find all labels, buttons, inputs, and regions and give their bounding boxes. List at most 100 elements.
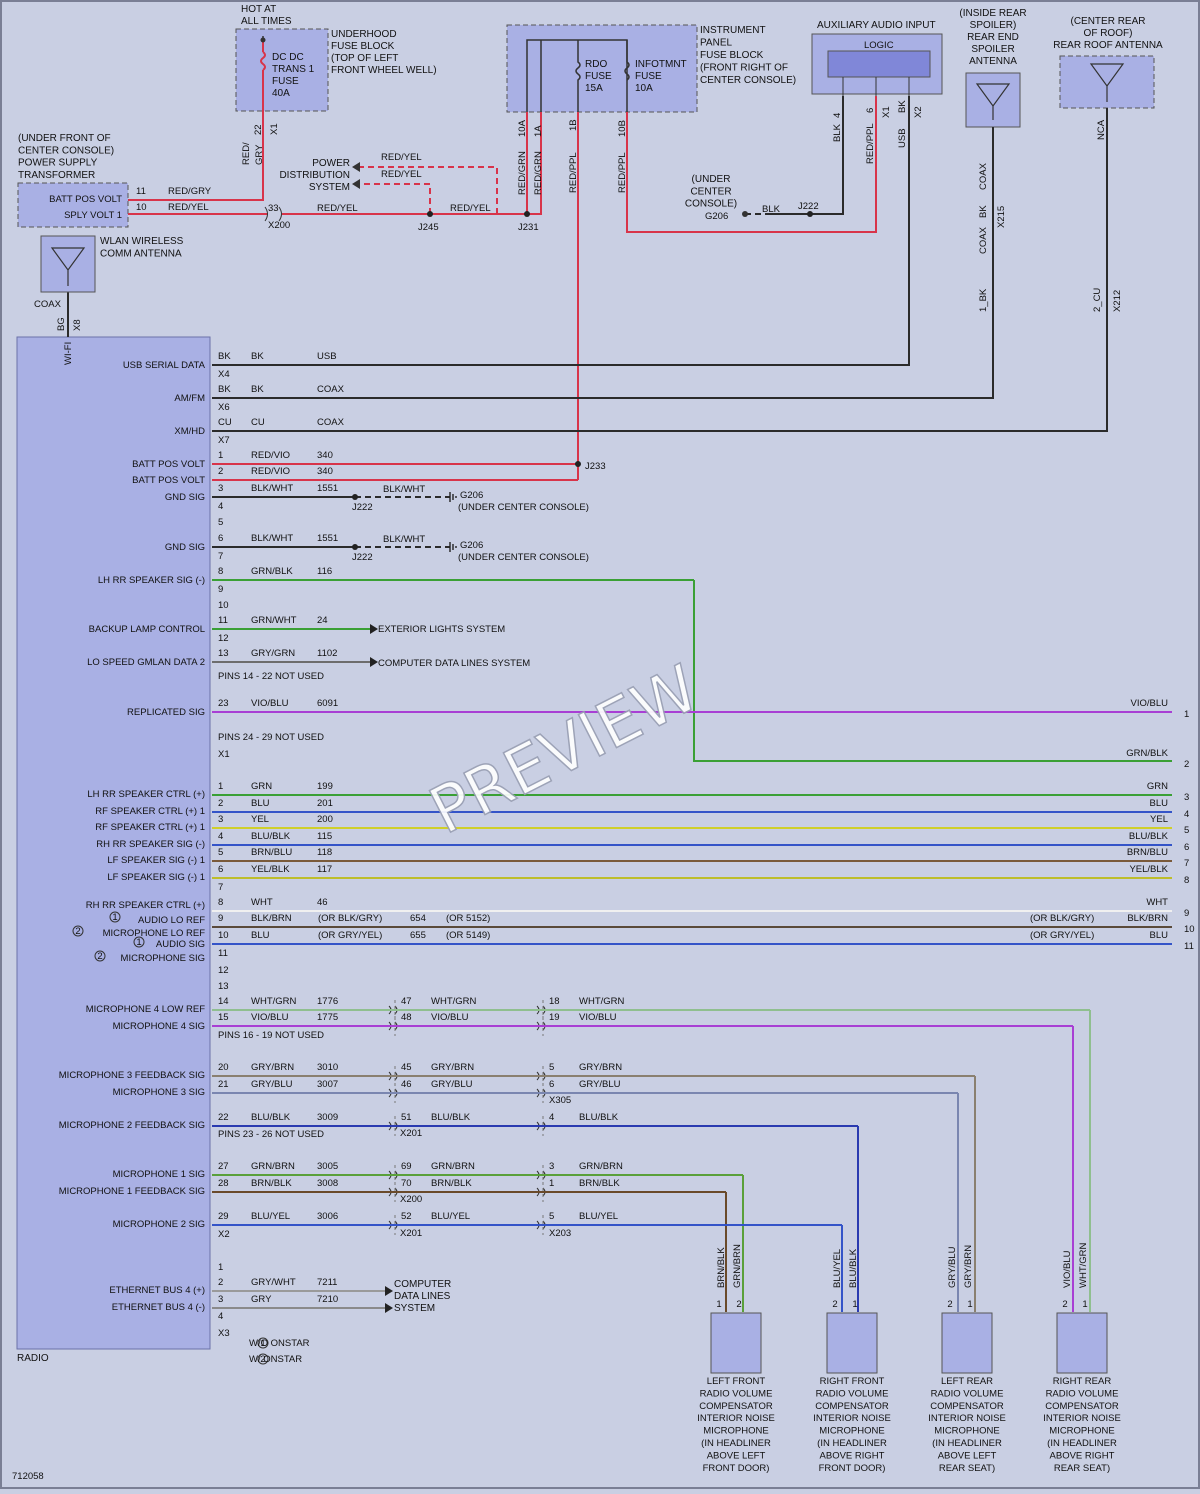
- wire-color: BLU: [251, 930, 270, 941]
- pin: 22: [253, 124, 264, 135]
- rdo-fuse-label: FUSE: [585, 71, 612, 82]
- inline-color: BRN/BLK: [431, 1178, 472, 1189]
- radio-pin-label: XM/HD: [174, 426, 205, 437]
- junction-label: J233: [585, 461, 606, 472]
- right-color: BLU/BLK: [1129, 831, 1169, 842]
- connector-label: X1: [218, 749, 230, 760]
- wire-color: BRN/BLU: [251, 847, 292, 858]
- connector-label: X1: [881, 106, 892, 118]
- wire-pin: 2: [218, 466, 223, 477]
- pin: 10: [136, 202, 147, 213]
- inline-color: BRN/BLK: [579, 1178, 620, 1189]
- option-number: 1: [260, 1338, 265, 1349]
- connector-label: X203: [549, 1228, 571, 1239]
- system-reference: DATA LINES: [394, 1291, 451, 1302]
- mic-description: ABOVE RIGHT: [1050, 1450, 1115, 1461]
- pin: 10A: [517, 119, 528, 137]
- wire-color: BLK/WHT: [383, 484, 425, 495]
- option-number: 2: [260, 1354, 265, 1365]
- junction: [352, 494, 358, 500]
- mic-description: RADIO VOLUME: [1046, 1388, 1119, 1399]
- radio-pin-label: MICROPHONE 2 FEEDBACK SIG: [59, 1120, 205, 1131]
- radio-label: RADIO: [17, 1353, 49, 1364]
- wire-pin: 27: [218, 1161, 229, 1172]
- inline-pin: 18: [549, 996, 560, 1007]
- option-number: 2: [75, 926, 80, 937]
- wire-color: BLK/WHT: [251, 483, 293, 494]
- wire-color: RED/GRN: [517, 151, 528, 195]
- mic-description: ABOVE RIGHT: [820, 1450, 885, 1461]
- wire-pin: 13: [218, 648, 229, 659]
- radio-pin-label: MICROPHONE LO REF: [103, 928, 206, 939]
- system-reference: EXTERIOR LIGHTS SYSTEM: [378, 624, 505, 635]
- mic-description: FRONT DOOR): [819, 1463, 886, 1474]
- right-pin: 7: [1184, 858, 1189, 869]
- wire-pin: 4: [218, 831, 223, 842]
- inline-color: GRY/BLU: [579, 1079, 621, 1090]
- wire-color: BLK: [832, 123, 843, 142]
- right-pin: 10: [1184, 924, 1195, 935]
- wire-pin: CU: [218, 417, 232, 428]
- mic-description: RADIO VOLUME: [931, 1388, 1004, 1399]
- wire-color: WHT/GRN: [251, 996, 297, 1007]
- connector-label: X1: [269, 123, 280, 135]
- wire-color: RED/: [241, 142, 252, 165]
- radio-pin-label: GND SIG: [165, 542, 205, 553]
- wire-circuit: COAX: [317, 417, 345, 428]
- radio-pin-label: BACKUP LAMP CONTROL: [89, 624, 205, 635]
- pin-number: 12: [218, 633, 229, 644]
- wire-pin: 22: [218, 1112, 229, 1123]
- roof-antenna-label: REAR ROOF ANTENNA: [1053, 40, 1163, 51]
- system-reference: COMPUTER DATA LINES SYSTEM: [378, 658, 530, 669]
- radio-pin-label: AM/FM: [174, 393, 205, 404]
- radio-pin-label: AUDIO LO REF: [138, 915, 205, 926]
- radio-pin-label: LO SPEED GMLAN DATA 2: [87, 657, 205, 668]
- wire-circuit: 1775: [317, 1012, 338, 1023]
- radio-pin-label: MICROPHONE SIG: [121, 953, 205, 964]
- wire-color: RED/YEL: [317, 203, 358, 214]
- wire-circuit: 24: [317, 615, 328, 626]
- option-number: 1: [112, 912, 117, 923]
- inline-pin: 47: [401, 996, 412, 1007]
- radio-pin-label: RH RR SPEAKER SIG (-): [96, 839, 205, 850]
- wire-pin: 6: [218, 533, 223, 544]
- radio-pin-label: AUDIO SIG: [156, 939, 205, 950]
- pst-pin-label: SPLY VOLT 1: [64, 210, 122, 221]
- pst-pin-label: BATT POS VOLT: [49, 194, 122, 205]
- mic-pin: 1: [1082, 1299, 1087, 1310]
- wire-pin: 3: [218, 814, 223, 825]
- radio-pin-label: RF SPEAKER CTRL (+) 1: [95, 822, 205, 833]
- wire-pin: BK: [218, 384, 231, 395]
- wire-color: VIO/BLU: [251, 1012, 289, 1023]
- mic-description: INTERIOR NOISE: [697, 1413, 775, 1424]
- pin: 6: [865, 108, 876, 113]
- option-number: 2: [97, 951, 102, 962]
- mic-description: (IN HEADLINER: [701, 1438, 771, 1449]
- wire-pin: 3: [218, 1294, 223, 1305]
- wire-color: RED/GRN: [533, 151, 544, 195]
- inline-color: BLU/YEL: [579, 1211, 618, 1222]
- pin-number: 7: [218, 882, 223, 893]
- radio-pin-label: MICROPHONE 4 LOW REF: [86, 1004, 205, 1015]
- right-color: YEL: [1150, 814, 1168, 825]
- dcdc-fuse-label: DC DC: [272, 52, 304, 63]
- inline-color: GRY/BRN: [431, 1062, 474, 1073]
- power-supply-label: TRANSFORMER: [18, 170, 95, 181]
- wire-color: USB: [897, 128, 908, 148]
- radio-pin-label: LH RR SPEAKER SIG (-): [98, 575, 205, 586]
- wire-color: RED/PPL: [617, 152, 628, 193]
- mic-description: COMPENSATOR: [815, 1401, 889, 1412]
- connector-label: X6: [218, 402, 230, 413]
- pin: 4: [832, 113, 843, 118]
- right-pin: 2: [1184, 759, 1189, 770]
- alt-label: (OR 5149): [446, 930, 490, 941]
- radio-pin-label: MICROPHONE 1 SIG: [113, 1169, 205, 1180]
- ground-icon: [449, 492, 457, 502]
- junction-label: J245: [418, 222, 439, 233]
- mic-description: MICROPHONE: [703, 1426, 768, 1437]
- wire-circuit: 199: [317, 781, 333, 792]
- mic-wire-color: BRN/BLK: [716, 1247, 727, 1288]
- wire-pin: 21: [218, 1079, 229, 1090]
- dcdc-fuse-label: TRANS 1: [272, 64, 315, 75]
